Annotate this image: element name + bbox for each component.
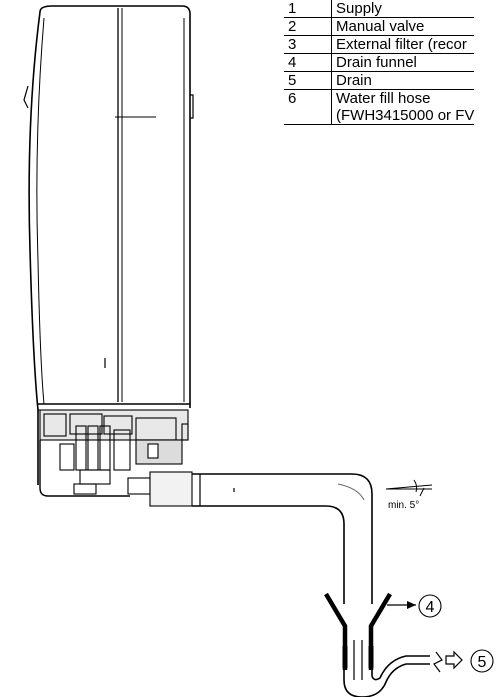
drain-hose [192, 473, 373, 604]
legend-number: 3 [284, 35, 332, 54]
legend-number: 2 [284, 17, 332, 36]
legend-table: 1 Supply 2 Manual valve 3 External filte… [284, 0, 500, 125]
legend-text: Drain funnel [331, 53, 475, 72]
legend-number: 1 [284, 0, 332, 18]
legend-row: 4 Drain funnel [284, 53, 475, 72]
legend-text: Supply [331, 0, 475, 18]
legend-number: 5 [284, 71, 332, 90]
drain-funnel [324, 592, 416, 680]
legend-number: 4 [284, 53, 332, 72]
legend-number: 6 [284, 89, 332, 107]
callout-4-label: 4 [426, 599, 435, 616]
callout-5-label: 5 [478, 654, 487, 671]
legend-row: 5 Drain [284, 71, 475, 90]
callout-4: 4 [418, 594, 442, 618]
legend-row: 1 Supply [284, 0, 475, 18]
legend-text: Drain [331, 71, 475, 90]
drain-trap [343, 650, 463, 697]
legend-text: (FWH3415000 or FV [331, 107, 475, 125]
legend-row: (FWH3415000 or FV [284, 107, 475, 125]
lower-machinery [39, 409, 193, 507]
slope-label: min. 5° [388, 500, 419, 511]
legend-row: 2 Manual valve [284, 17, 475, 36]
legend-number [284, 107, 332, 125]
legend-row: 3 External filter (recor [284, 35, 475, 54]
legend-row: 6 Water fill hose [284, 89, 474, 107]
slope-indicator: min. 5° [385, 479, 433, 511]
legend-text: External filter (recor [331, 35, 475, 54]
legend-text: Water fill hose [336, 90, 431, 107]
legend-text: Manual valve [331, 17, 475, 36]
callout-5: 5 [470, 649, 494, 673]
